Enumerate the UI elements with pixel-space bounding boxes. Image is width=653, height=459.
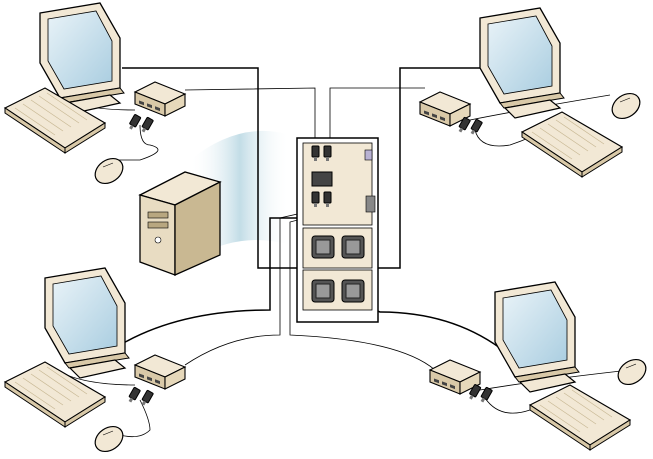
video-port [311, 279, 335, 303]
video-port [311, 235, 335, 259]
usb-hub-icon [134, 354, 186, 390]
usb-plug [126, 113, 142, 132]
cable-tr-usb [329, 87, 425, 140]
video-port [341, 235, 365, 259]
workstation-bottom-right [429, 281, 652, 451]
mouse-icon [89, 152, 129, 190]
server-icon [138, 171, 222, 277]
central-computer-tower [296, 137, 379, 323]
workstation-top-right [419, 7, 646, 178]
cable-br-video [349, 299, 501, 349]
cable-bl-usb [184, 209, 316, 366]
usb-plug [139, 389, 154, 408]
cable-tr-video [360, 67, 490, 269]
cable-bl-video [119, 217, 300, 346]
monitor-icon [44, 267, 130, 379]
mouse-icon [606, 87, 646, 125]
workstation-bottom-left [4, 267, 186, 458]
mouse-icon [612, 353, 652, 391]
usb-plug [139, 116, 154, 135]
cable-tl-usb [184, 87, 316, 140]
cable-br-usb [289, 211, 436, 371]
usb-hub-icon [134, 81, 186, 117]
keyboard-icon [529, 384, 631, 451]
monitor-icon [479, 7, 565, 119]
cable-tl-video [122, 67, 305, 269]
mouse-icon [89, 420, 129, 458]
keyboard-icon [521, 111, 623, 178]
workstation-top-left [4, 2, 186, 190]
monitor-icon [494, 281, 580, 393]
video-port [341, 279, 365, 303]
usb-plug [126, 386, 141, 405]
